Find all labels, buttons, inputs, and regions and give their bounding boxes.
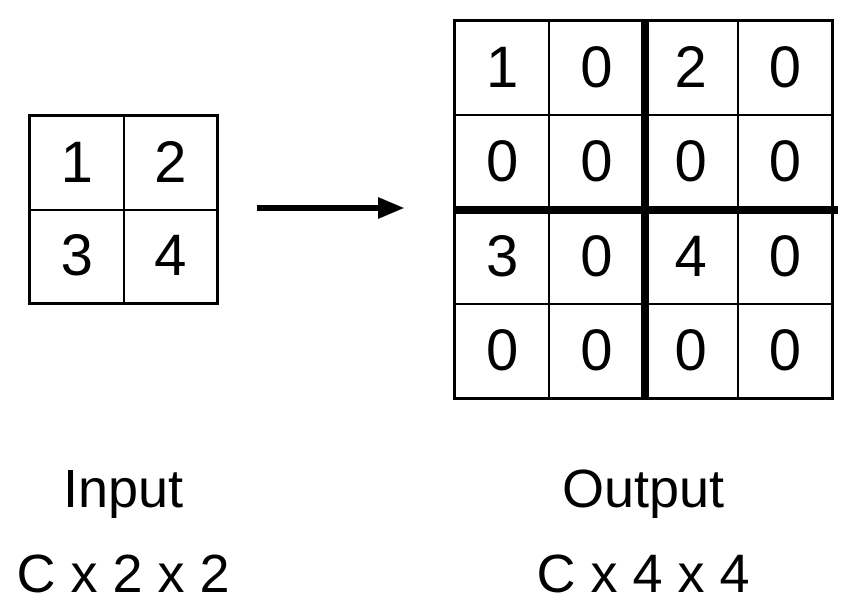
output-matrix: 1 0 2 0 0 0 0 0 3 0 4 0 0 0 0 0	[453, 19, 838, 400]
output-cell: 0	[643, 115, 738, 210]
output-cell: 0	[643, 303, 738, 398]
input-label: Input	[62, 459, 184, 519]
input-cell: 1	[30, 116, 124, 210]
output-cell: 1	[455, 21, 550, 116]
output-cell: 2	[643, 21, 738, 116]
output-cell: 0	[737, 209, 832, 304]
output-cell: 0	[737, 303, 832, 398]
output-cell: 0	[737, 21, 832, 116]
output-cell: 0	[455, 303, 550, 398]
input-cell: 4	[123, 209, 217, 303]
input-cell: 3	[30, 209, 124, 303]
right-arrow-icon	[255, 195, 405, 221]
output-cell: 4	[643, 209, 738, 304]
output-cell: 0	[549, 115, 644, 210]
output-cell: 0	[455, 115, 550, 210]
input-matrix: 1 2 3 4	[28, 114, 219, 305]
input-cell: 2	[123, 116, 217, 210]
output-cell: 0	[549, 209, 644, 304]
output-cell: 0	[737, 115, 832, 210]
output-cell: 3	[455, 209, 550, 304]
input-dimensions-label: C x 2 x 2	[16, 544, 230, 604]
output-label: Output	[561, 459, 725, 519]
quadrant-divider-horizontal	[453, 205, 838, 214]
output-cell: 0	[549, 303, 644, 398]
output-dimensions-label: C x 4 x 4	[536, 544, 750, 604]
output-cell: 0	[549, 21, 644, 116]
